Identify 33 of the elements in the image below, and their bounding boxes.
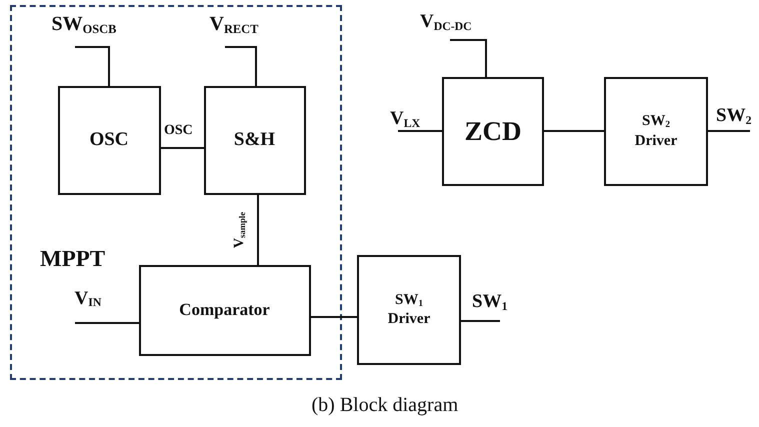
block-box (58, 86, 160, 194)
block-box (357, 255, 461, 365)
signal-label: SW$_{2}$ (716, 106, 752, 125)
signal-label: V$_{DC-DC}$ (420, 12, 472, 31)
block-box (204, 86, 306, 194)
signal-label: V$_{LX}$ (390, 109, 420, 128)
block-box (138, 264, 310, 356)
signal-label: V$_{RECT}$ (210, 14, 258, 34)
block-box (604, 77, 708, 186)
connector-line (161, 147, 205, 149)
connector-line (544, 130, 605, 132)
block-label: SW$_{2}$ Driver (634, 112, 678, 150)
connector-line (75, 322, 140, 324)
block-label: ZCD (464, 114, 522, 148)
signal-label: V$_{IN}$ (74, 288, 102, 308)
block-label: SW$_{1}$ Driver (386, 290, 432, 329)
connector-line (311, 316, 358, 318)
connector-line (398, 130, 443, 132)
connector-line (450, 39, 487, 77)
block-label: S&H (234, 128, 276, 152)
block-label: OSC (89, 128, 129, 152)
group-label: MPPT (40, 247, 106, 270)
figure-caption: (b) Block diagram (312, 394, 458, 417)
connector-line (225, 46, 257, 86)
block-box (442, 77, 544, 186)
connector-line (708, 130, 751, 132)
block-label: Comparator (179, 298, 270, 321)
signal-label: SW$_{OSCB}$ (52, 14, 116, 34)
connector-line (461, 320, 501, 322)
dashed-group-box (10, 5, 342, 380)
signal-label: SW$_{1}$ (472, 292, 508, 311)
connector-line (257, 195, 259, 266)
connector-line (75, 46, 110, 86)
